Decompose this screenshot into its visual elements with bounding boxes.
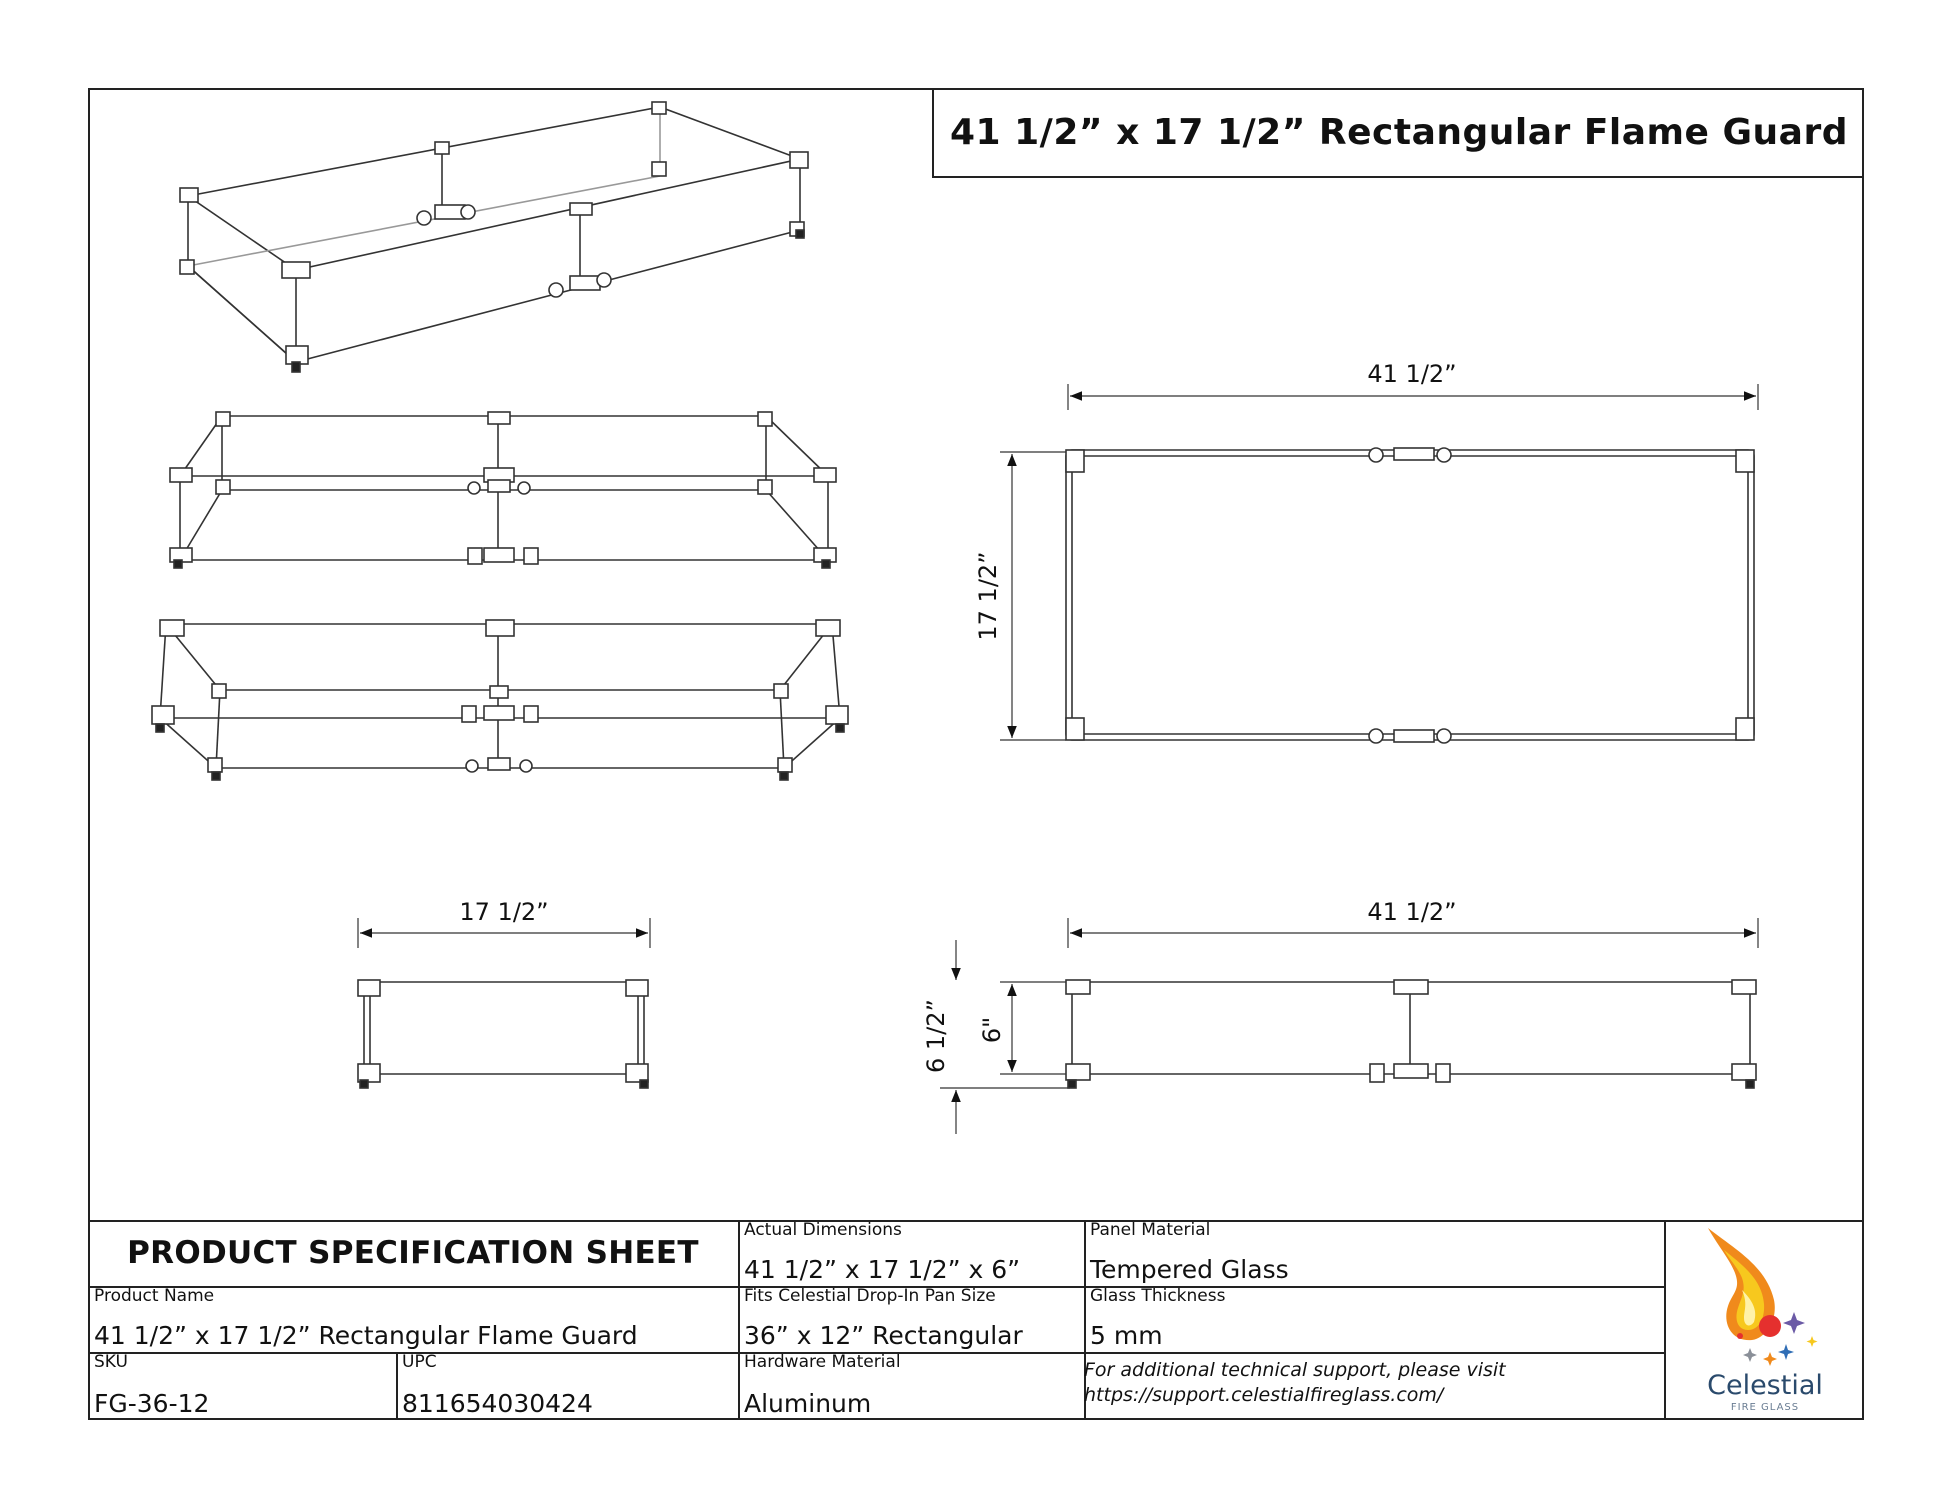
product-name-cell: Product Name 41 1/2” x 17 1/2” Rectangul… (88, 1286, 738, 1352)
front-length-label: 41 1/2” (1367, 898, 1456, 926)
page-title: 41 1/2” x 17 1/2” Rectangular Flame Guar… (950, 111, 1848, 153)
hardware-label: Hardware Material (744, 1352, 901, 1372)
support-link[interactable]: https://support.celestialfireglass.com/ (1084, 1384, 1444, 1406)
product-name-label: Product Name (94, 1286, 215, 1306)
overall-height-label: 6 1/2” (922, 999, 950, 1073)
panel-height-label: 6" (978, 1017, 1006, 1043)
side-width-label: 17 1/2” (459, 898, 548, 926)
side-view (357, 918, 651, 1089)
hardware-cell: Hardware Material Aluminum (738, 1352, 1084, 1420)
logo-subtitle: FIRE GLASS (1730, 1402, 1800, 1413)
hardware-value: Aluminum (744, 1389, 872, 1418)
spec-table: PRODUCT SPECIFICATION SHEET Actual Dimen… (88, 1220, 1864, 1420)
product-name-value: 41 1/2” x 17 1/2” Rectangular Flame Guar… (94, 1321, 638, 1350)
flame-logo-icon (1708, 1228, 1818, 1366)
panel-material-label: Panel Material (1090, 1220, 1211, 1240)
support-note: For additional technical support, please… (1084, 1358, 1506, 1408)
divider (738, 1220, 740, 1420)
panel-material-cell: Panel Material Tempered Glass (1084, 1220, 1664, 1286)
sku-cell: SKU FG-36-12 (88, 1352, 396, 1420)
glass-thickness-cell: Glass Thickness 5 mm (1084, 1286, 1664, 1352)
actual-dimensions-value: 41 1/2” x 17 1/2” x 6” (744, 1255, 1021, 1284)
top-length-label: 41 1/2” (1367, 360, 1456, 388)
divider (1664, 1220, 1666, 1420)
isometric-view (179, 101, 809, 373)
panel-material-value: Tempered Glass (1090, 1255, 1289, 1284)
top-width-label: 17 1/2” (974, 551, 1002, 640)
sheet-heading: PRODUCT SPECIFICATION SHEET (127, 1235, 699, 1271)
pan-size-cell: Fits Celestial Drop-In Pan Size 36” x 12… (738, 1286, 1084, 1352)
upc-label: UPC (402, 1352, 437, 1372)
perspective-view-a (169, 411, 837, 569)
perspective-view-b (151, 619, 849, 781)
divider (396, 1352, 398, 1420)
sku-value: FG-36-12 (94, 1389, 210, 1418)
glass-thickness-value: 5 mm (1090, 1321, 1163, 1350)
divider (88, 1352, 1666, 1354)
celestial-logo: Celestial FIRE GLASS (1666, 1220, 1864, 1420)
pan-size-label: Fits Celestial Drop-In Pan Size (744, 1286, 996, 1306)
logo-name: Celestial (1707, 1370, 1823, 1401)
pan-size-value: 36” x 12” Rectangular (744, 1321, 1023, 1350)
spec-sheet-frame (88, 88, 1864, 1420)
support-line1: For additional technical support, please… (1084, 1359, 1506, 1381)
front-view (940, 918, 1759, 1134)
upc-value: 811654030424 (402, 1389, 593, 1418)
glass-thickness-label: Glass Thickness (1090, 1286, 1226, 1306)
sku-label: SKU (94, 1352, 128, 1372)
divider (1084, 1220, 1086, 1420)
title-box: 41 1/2” x 17 1/2” Rectangular Flame Guar… (932, 88, 1864, 178)
divider (88, 1220, 1864, 1222)
top-view (1000, 384, 1759, 744)
divider (88, 1286, 1666, 1288)
upc-cell: UPC 811654030424 (396, 1352, 738, 1420)
actual-dimensions-label: Actual Dimensions (744, 1220, 902, 1240)
actual-dimensions-cell: Actual Dimensions 41 1/2” x 17 1/2” x 6” (738, 1220, 1084, 1286)
